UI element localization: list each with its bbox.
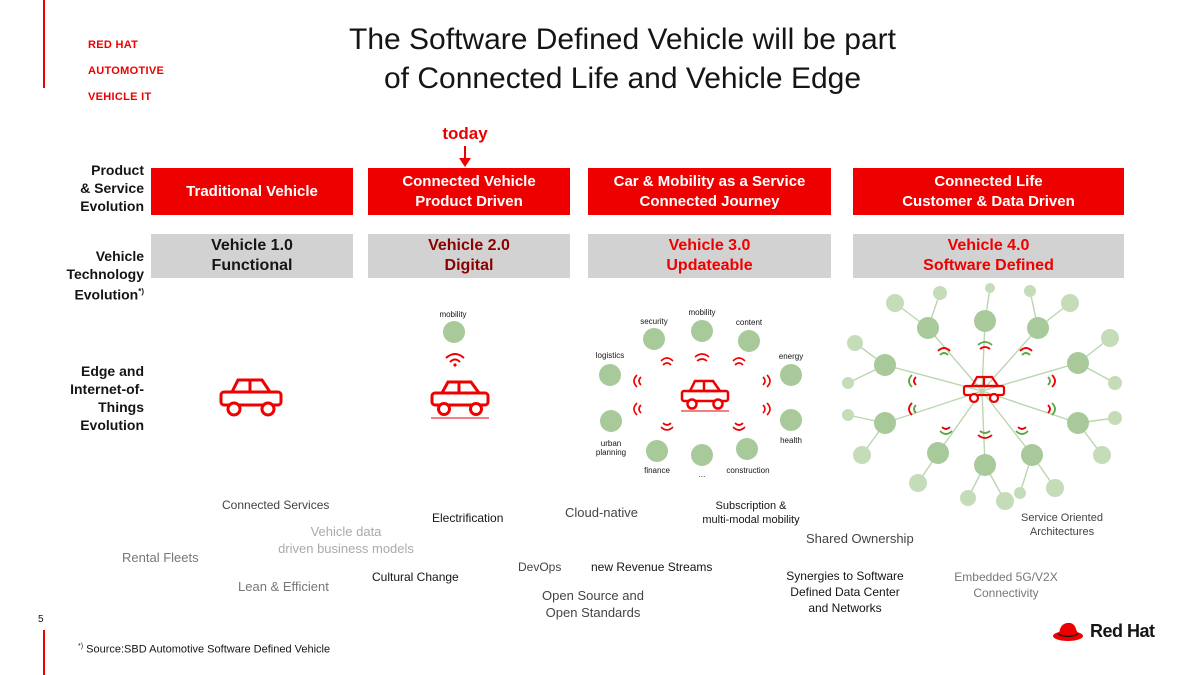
- row-label-technology-mark: *): [138, 287, 144, 296]
- keyword-connected-services: Connected Services: [222, 498, 330, 512]
- keyword-lean-efficient: Lean & Efficient: [238, 579, 329, 594]
- keyword-vehicle-data: Vehicle data driven business models: [278, 524, 414, 556]
- label-energy: energy: [778, 352, 804, 361]
- label-construction: construction: [726, 466, 770, 475]
- keyword-devops: DevOps: [518, 560, 562, 574]
- finance-icon: [646, 440, 668, 462]
- keyword-electrification: Electrification: [432, 511, 504, 525]
- label-dots: ...: [698, 470, 706, 479]
- row-label-edge: Edge and Internet-of- Things Evolution: [70, 363, 144, 433]
- car-icon-stage-3: [680, 379, 730, 412]
- label-security: security: [640, 317, 668, 326]
- label-mobility-stage3: mobility: [688, 308, 716, 317]
- product-box-connected-vehicle: Connected Vehicle Product Driven: [368, 168, 570, 215]
- footnote-text: Source:SBD Automotive Software Defined V…: [86, 643, 331, 656]
- brand-line-3: VEHICLE IT: [88, 91, 152, 103]
- keyword-open-source: Open Source and Open Standards: [542, 588, 644, 620]
- mobility-icon-stage3: [691, 320, 713, 342]
- keyword-new-revenue: new Revenue Streams: [591, 560, 713, 574]
- product-box-mobility-service: Car & Mobility as a Service Connected Jo…: [588, 168, 831, 215]
- keyword-subscription: Subscription & multi-modal mobility: [702, 500, 800, 526]
- brand-line-2: AUTOMOTIVE: [88, 65, 165, 77]
- more-icon: [691, 444, 713, 466]
- row-label-technology: Vehicle Technology Evolution*): [40, 229, 144, 304]
- energy-icon: [780, 364, 802, 386]
- signal-icon-stage2: [445, 353, 465, 367]
- keyword-service-oriented: Service Oriented Architectures: [1021, 512, 1103, 538]
- network-diagram-stage4: [842, 283, 1122, 510]
- keyword-shared-ownership: Shared Ownership: [806, 531, 914, 546]
- label-urban-planning: urban planning: [595, 439, 627, 457]
- mobility-icon-stage2: [443, 321, 465, 343]
- label-mobility-stage2: mobility: [439, 310, 467, 319]
- slide-title: The Software Defined Vehicle will be par…: [349, 23, 896, 95]
- footnote-mark: *): [78, 643, 84, 650]
- tech-box-vehicle-4: Vehicle 4.0 Software Defined: [853, 234, 1124, 278]
- row-label-product: Product & Service Evolution: [80, 162, 144, 214]
- accent-line-top: [43, 0, 45, 88]
- red-hat-logo: Red Hat: [1052, 619, 1155, 643]
- keyword-synergies: Synergies to Software Defined Data Cente…: [786, 569, 904, 615]
- construction-icon: [736, 438, 758, 460]
- car-icon-stage-1: [219, 378, 283, 417]
- label-logistics: logistics: [595, 351, 625, 360]
- red-hat-icon: [1053, 622, 1083, 641]
- product-box-traditional: Traditional Vehicle: [151, 168, 353, 215]
- today-arrow-icon: [459, 146, 471, 167]
- tech-box-vehicle-2: Vehicle 2.0 Digital: [368, 234, 570, 278]
- brand-label: RED HAT AUTOMOTIVE VEHICLE IT: [88, 26, 164, 117]
- label-health: health: [780, 436, 802, 445]
- tech-box-vehicle-3: Vehicle 3.0 Updateable: [588, 234, 831, 278]
- product-box-connected-life: Connected Life Customer & Data Driven: [853, 168, 1124, 215]
- keyword-cloud-native: Cloud-native: [565, 505, 638, 520]
- accent-line-bottom: [43, 630, 45, 675]
- tech-box-vehicle-1: Vehicle 1.0 Functional: [151, 234, 353, 278]
- signal-ring-stage3: [633, 353, 771, 431]
- content-icon: [738, 330, 760, 352]
- footnote: *) Source:SBD Automotive Software Define…: [78, 643, 330, 656]
- logistics-icon: [599, 364, 621, 386]
- row-label-technology-text: Vehicle Technology Evolution: [66, 248, 144, 303]
- today-label: today: [442, 124, 488, 143]
- label-content: content: [735, 318, 763, 327]
- keyword-embedded-5g: Embedded 5G/V2X Connectivity: [954, 570, 1058, 600]
- urban-planning-icon: [600, 410, 622, 432]
- page-number: 5: [38, 614, 44, 625]
- health-icon: [780, 409, 802, 431]
- brand-line-1: RED HAT: [88, 39, 139, 51]
- red-hat-logo-text: Red Hat: [1090, 620, 1155, 641]
- security-icon: [643, 328, 665, 350]
- keyword-cultural-change: Cultural Change: [372, 570, 459, 584]
- keyword-rental-fleets: Rental Fleets: [122, 550, 199, 565]
- car-icon-stage-2: [430, 380, 490, 419]
- label-finance: finance: [644, 466, 670, 475]
